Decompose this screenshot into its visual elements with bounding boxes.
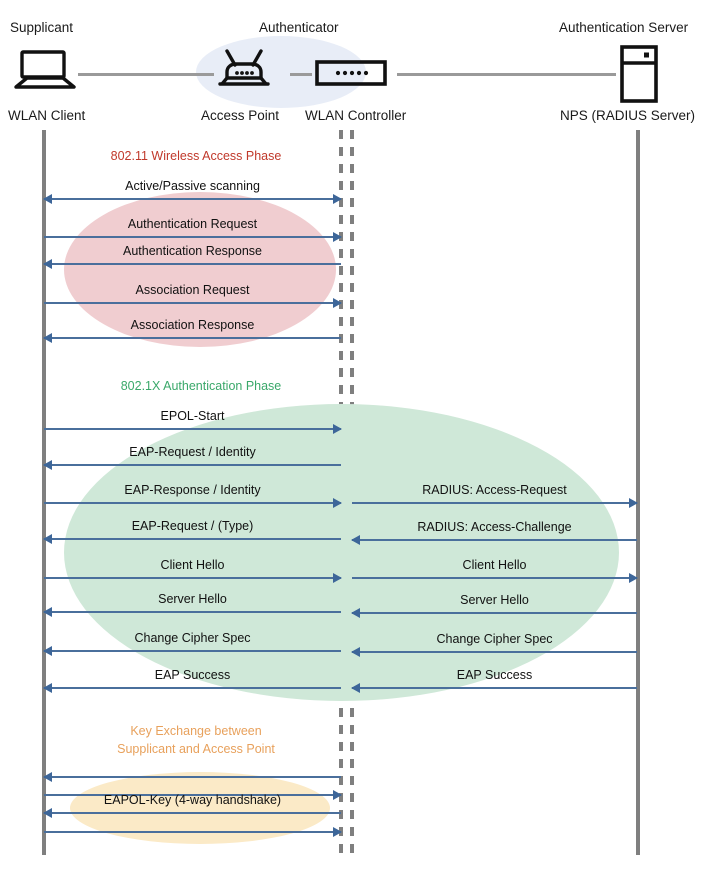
arrow-line (44, 776, 341, 778)
arrow-line (44, 236, 341, 238)
arrowhead-left (43, 808, 52, 818)
arrow-line (44, 611, 341, 613)
message-label: Client Hello (462, 558, 527, 572)
arrowhead-right (333, 498, 342, 508)
role-title-authentication-server: Authentication Server (559, 20, 689, 35)
arrow-line (44, 650, 341, 652)
message-label: Association Response (130, 318, 255, 332)
switch-icon (315, 60, 387, 91)
arrowhead-left (351, 608, 360, 618)
message-label: EPOL-Start (160, 409, 225, 423)
arrow-line (44, 428, 341, 430)
device-label-nps: NPS (RADIUS Server) (560, 108, 696, 123)
lifeline-supplicant (42, 130, 46, 855)
arrow-line (44, 687, 341, 689)
arrow-line (44, 263, 341, 265)
laptop-icon (14, 50, 76, 95)
phase-label-wireless-access: 802.11 Wireless Access Phase (110, 149, 282, 163)
arrow-line (352, 651, 637, 653)
arrow-line (352, 577, 637, 579)
role-title-supplicant: Supplicant (10, 20, 74, 35)
arrow-line (44, 198, 341, 200)
message-label: Server Hello (460, 593, 529, 607)
message-label: Active/Passive scanning (125, 179, 260, 193)
arrow-line (44, 502, 341, 504)
arrowhead-left (351, 683, 360, 693)
arrow-line (44, 464, 341, 466)
lifeline-radius-server (636, 130, 640, 855)
arrowhead-left (351, 535, 360, 545)
arrowhead-left (43, 683, 52, 693)
message-label: Authentication Response (123, 244, 262, 258)
arrowhead-left (43, 534, 52, 544)
message-label: Change Cipher Spec (436, 632, 553, 646)
arrow-line (44, 831, 341, 833)
wire-ap-to-controller (290, 73, 312, 76)
server-tower-icon (619, 45, 659, 108)
arrowhead-left (43, 460, 52, 470)
arrow-line (352, 687, 637, 689)
message-label: Authentication Request (127, 217, 258, 231)
message-label: RADIUS: Access-Challenge (417, 520, 572, 534)
phase-blob-key-exchange (70, 772, 330, 844)
arrowhead-right (333, 827, 342, 837)
arrowhead-right (333, 424, 342, 434)
arrowhead-right (629, 573, 638, 583)
message-label: EAP Success (154, 668, 231, 682)
arrowhead-right (333, 298, 342, 308)
device-label-wlan-controller: WLAN Controller (305, 108, 407, 123)
arrowhead-left (351, 647, 360, 657)
arrowhead-right (333, 232, 342, 242)
message-label: Client Hello (160, 558, 225, 572)
message-label: EAP-Response / Identity (124, 483, 261, 497)
arrow-line (44, 812, 341, 814)
message-label: EAP-Request / Identity (129, 445, 256, 459)
arrowhead-left (43, 194, 52, 204)
arrow-line (44, 538, 341, 540)
arrow-line (44, 302, 341, 304)
arrowhead-left (43, 607, 52, 617)
arrow-line (352, 612, 637, 614)
device-label-access-point: Access Point (201, 108, 280, 123)
phase-blob-wireless-access (64, 192, 336, 347)
arrowhead-left (43, 646, 52, 656)
arrowhead-right (333, 573, 342, 583)
phase-label-dot1x: 802.1X Authentication Phase (120, 379, 282, 393)
arrow-line (44, 337, 341, 339)
wire-controller-to-server (397, 73, 616, 76)
message-label: EAP-Request / (Type) (131, 519, 254, 533)
arrowhead-left (43, 333, 52, 343)
phase-label-key-exchange: Key Exchange between Supplicant and Acce… (117, 724, 275, 756)
arrow-line (44, 577, 341, 579)
message-label: Server Hello (158, 592, 227, 606)
arrowhead-right (333, 194, 342, 204)
message-label: Association Request (135, 283, 250, 297)
device-label-wlan-client: WLAN Client (8, 108, 86, 123)
arrow-line (352, 502, 637, 504)
message-label: Change Cipher Spec (134, 631, 251, 645)
wireless-router-icon (214, 48, 274, 97)
message-label: RADIUS: Access-Request (422, 483, 567, 497)
arrowhead-right (333, 790, 342, 800)
message-label: EAP Success (456, 668, 533, 682)
arrowhead-left (43, 772, 52, 782)
arrowhead-left (43, 259, 52, 269)
message-label: EAPOL-Key (4-way handshake) (103, 793, 282, 807)
wire-client-to-ap (78, 73, 214, 76)
arrow-line (44, 794, 341, 796)
arrowhead-right (629, 498, 638, 508)
arrow-line (352, 539, 637, 541)
role-title-authenticator: Authenticator (259, 20, 339, 35)
